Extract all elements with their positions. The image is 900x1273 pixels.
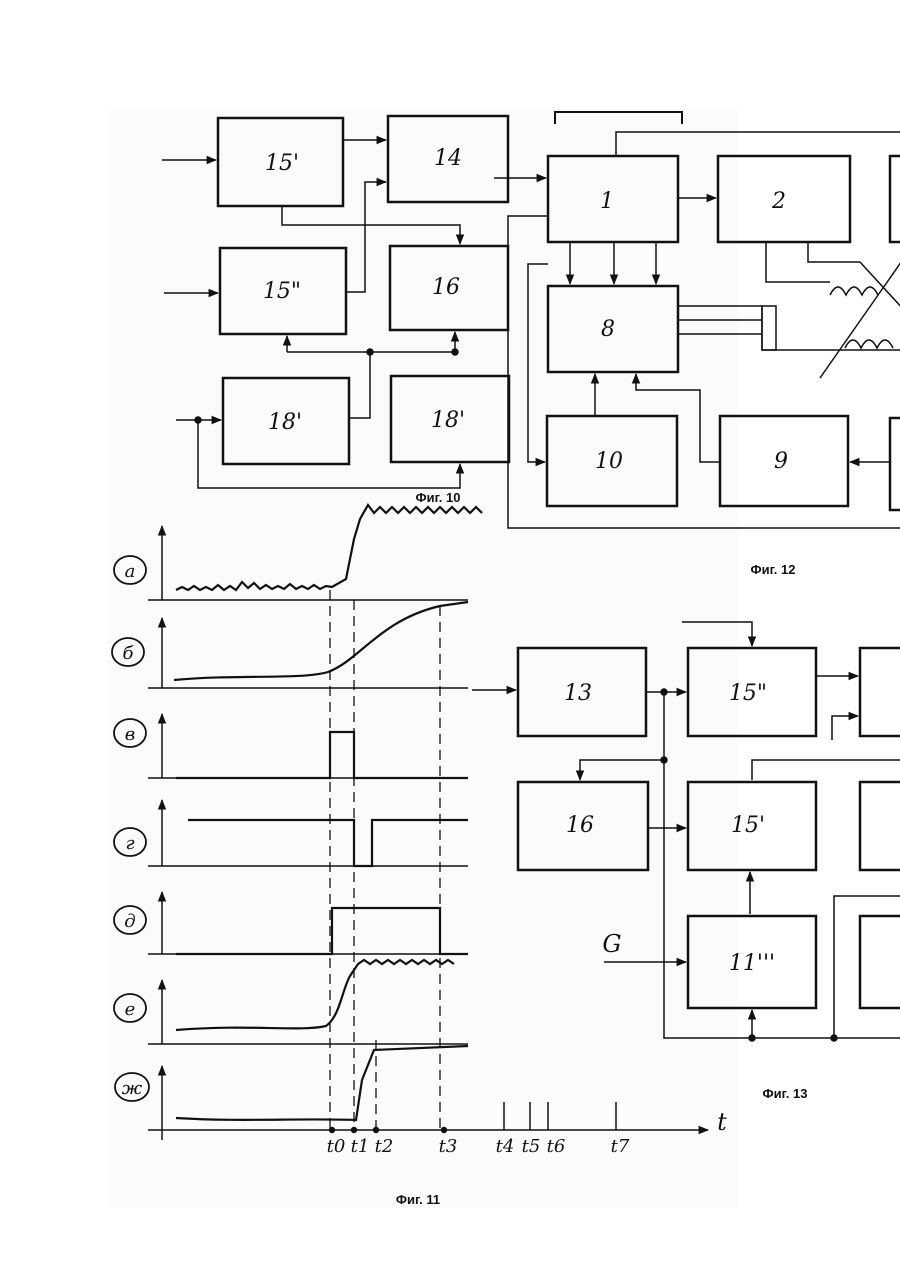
scan-background <box>108 108 738 1208</box>
trace-label-b: б <box>123 643 135 664</box>
fig12-block-cut <box>890 156 900 242</box>
fig10-label-14: 14 <box>434 146 462 171</box>
time-label-t7: t7 <box>611 1136 630 1157</box>
trace-label-zh: ж <box>122 1078 143 1099</box>
time-label-t6: t6 <box>547 1136 566 1157</box>
fig13-label-15prime: 15' <box>731 813 765 838</box>
fig12-label-10: 10 <box>595 449 623 474</box>
fig12-label-1: 1 <box>600 189 614 214</box>
fig13-label-16: 16 <box>566 813 594 838</box>
fig10-label-18prime-a: 18' <box>268 410 302 435</box>
fig13-block-cut-1 <box>860 648 900 736</box>
fig13-input-label: G <box>602 930 621 958</box>
time-label-t2: t2 <box>375 1136 394 1157</box>
fig13-label-13: 13 <box>564 681 592 706</box>
time-label-t3: t3 <box>439 1136 458 1157</box>
fig10-label-15prime: 15' <box>265 151 299 176</box>
fig10-label-18prime-b: 18' <box>431 408 465 433</box>
fig12-label-8: 8 <box>601 317 615 342</box>
fig11-axis-label: t <box>717 1108 727 1136</box>
trace-label-g: г <box>125 833 134 854</box>
trace-label-v: в <box>125 724 135 745</box>
fig13-label-11: 11''' <box>729 951 775 976</box>
time-label-t4: t4 <box>496 1136 515 1157</box>
time-label-t0: t0 <box>327 1136 346 1157</box>
fig13-block-cut-3 <box>860 916 900 1008</box>
fig10-label-15dprime: 15" <box>263 279 301 304</box>
trace-label-e: е <box>125 999 136 1020</box>
time-label-t5: t5 <box>522 1136 541 1157</box>
trace-label-d: д <box>124 911 135 932</box>
fig10-caption: Фиг. 10 <box>416 490 461 505</box>
fig12-block-cut-2 <box>890 418 900 510</box>
fig10-label-16: 16 <box>432 275 460 300</box>
trace-label-a: а <box>125 561 136 582</box>
fig12-block-9: 9 <box>720 416 848 506</box>
fig11-caption: Фиг. 11 <box>396 1192 440 1207</box>
fig13-label-15dprime: 15" <box>729 681 767 706</box>
fig12-label-2: 2 <box>771 189 786 214</box>
fig12-caption: Фиг. 12 <box>751 562 796 577</box>
time-label-t1: t1 <box>351 1136 370 1157</box>
fig13-caption: Фиг. 13 <box>763 1086 808 1101</box>
fig13-block-cut-2 <box>860 782 900 870</box>
fig12-label-9: 9 <box>774 449 788 474</box>
